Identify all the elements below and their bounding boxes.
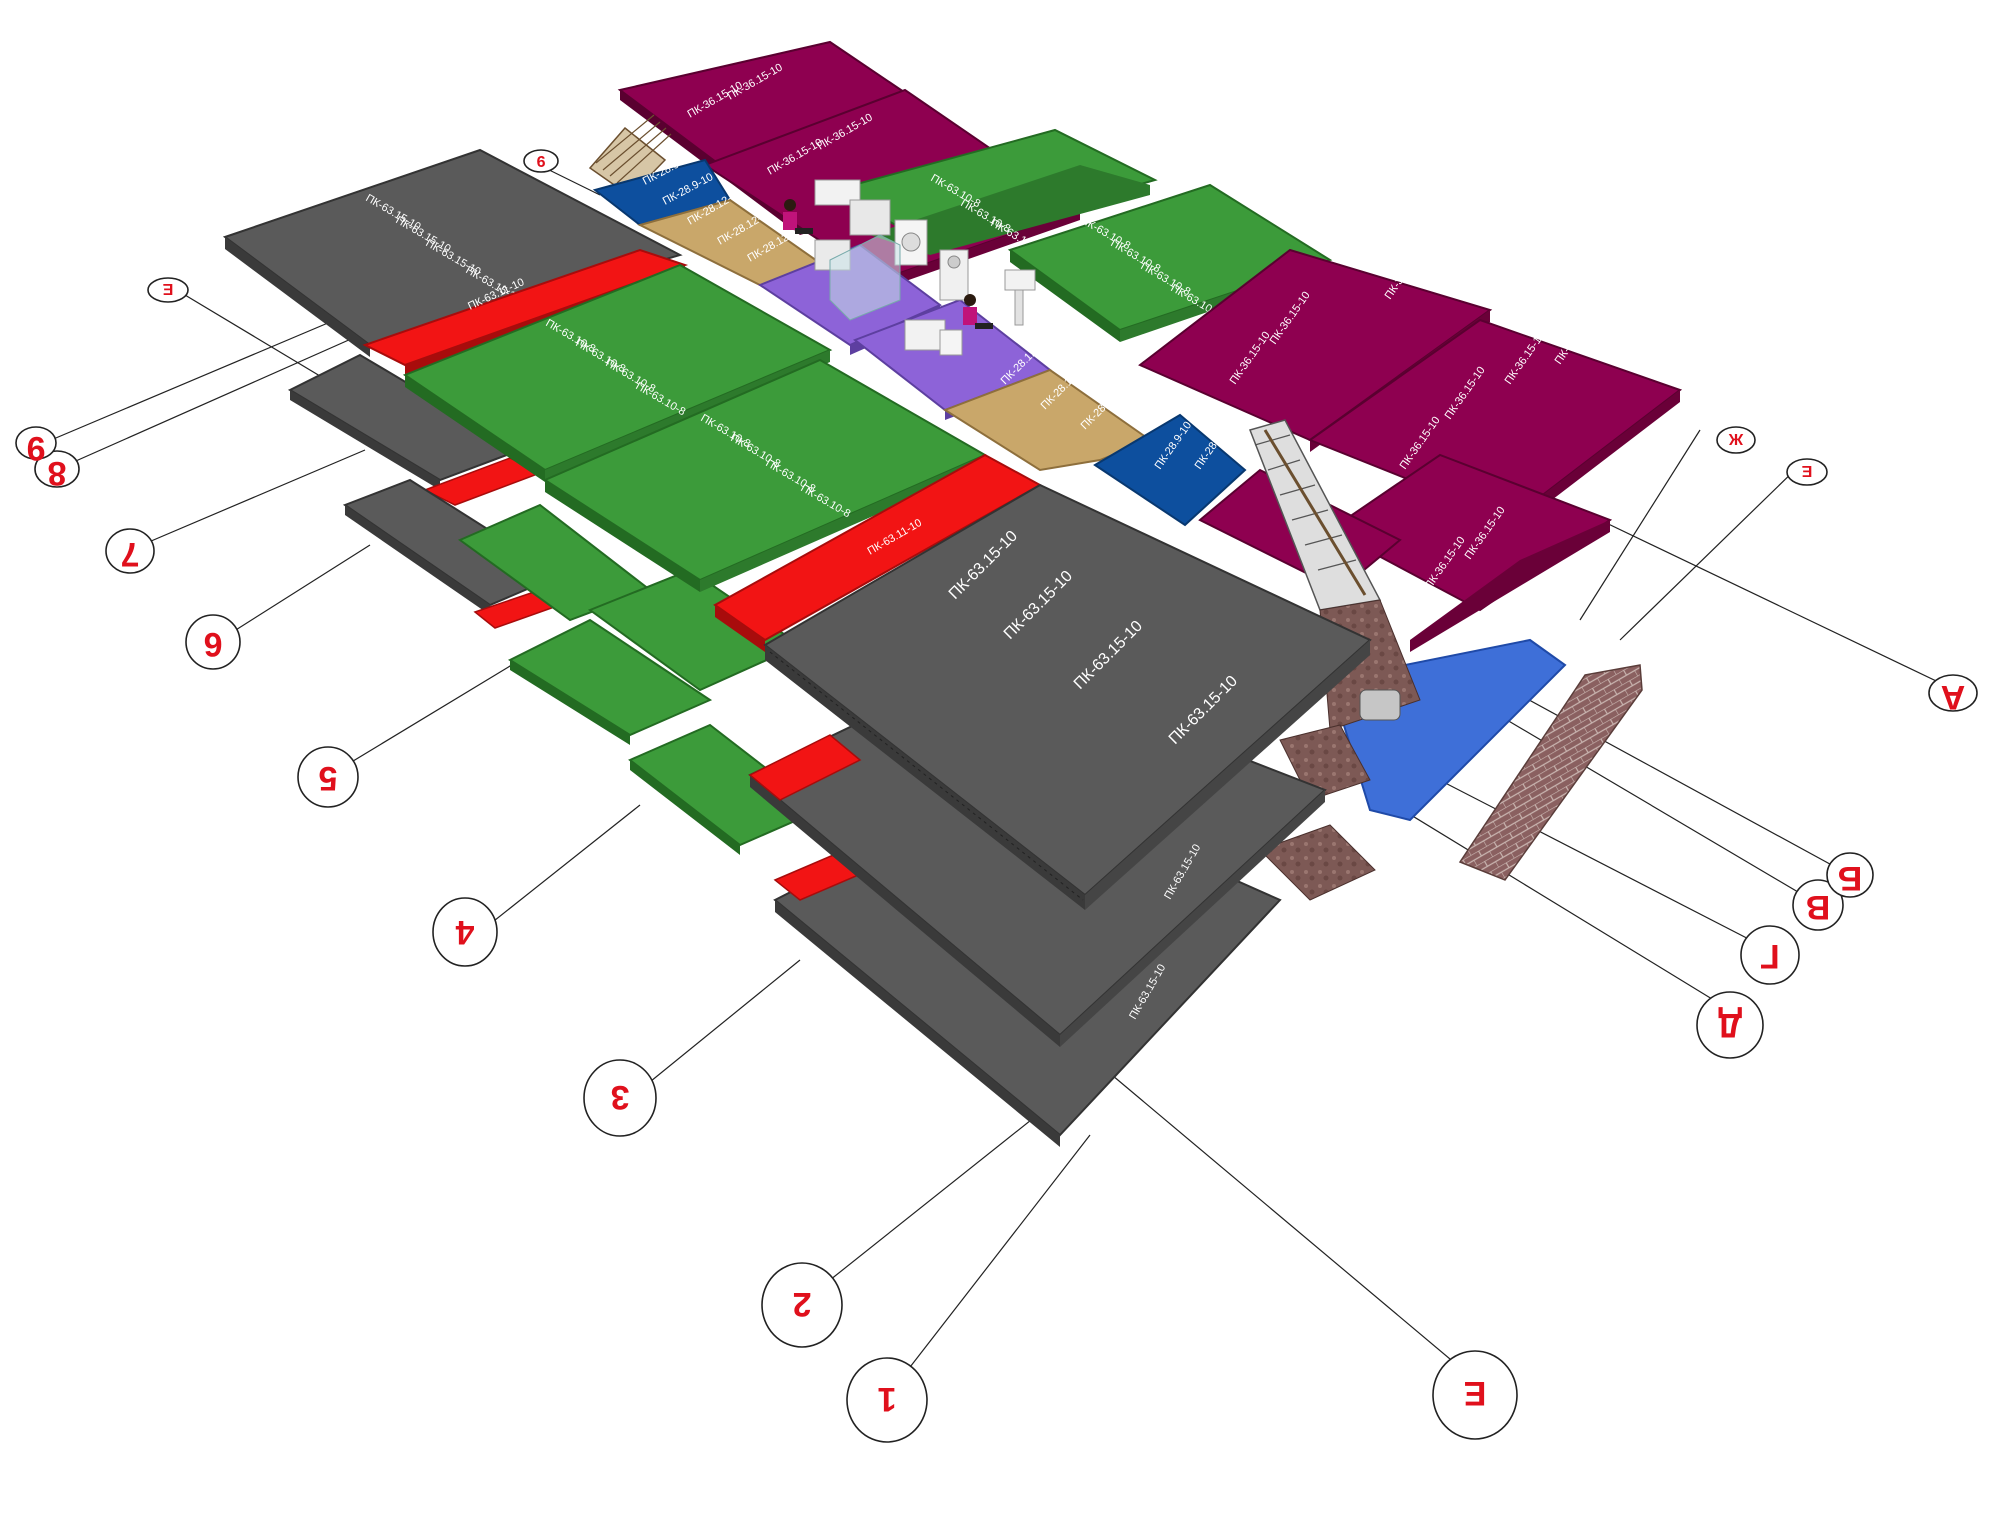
axis-bubble: 8 (34, 450, 80, 492)
brick-wall (1458, 664, 1643, 881)
gray-slab-left-mid (287, 353, 542, 506)
svg-text:Д: Д (1718, 1006, 1742, 1044)
svg-text:Г: Г (1760, 937, 1779, 975)
axis-bubble: 7 (105, 528, 155, 574)
svg-text:7: 7 (121, 535, 140, 573)
svg-text:2: 2 (793, 1285, 812, 1323)
axis-bubble: 5 (297, 746, 359, 808)
axis-bubble: 9 (523, 149, 559, 173)
svg-text:Е: Е (162, 280, 173, 297)
green-slab-mid-left: ПК-63.10-8 ПК-63.10-8 ПК-63.10-8 ПК-63.1… (542, 358, 988, 592)
svg-text:9: 9 (536, 152, 545, 169)
svg-text:Б: Б (1838, 859, 1862, 897)
axis-bubble: Е (147, 277, 189, 303)
axis-bubble: Д (1696, 991, 1764, 1059)
axis-bubble: 6 (185, 614, 241, 670)
svg-text:4: 4 (455, 913, 474, 951)
svg-text:А: А (1941, 678, 1966, 716)
axis-bubble: А (1928, 674, 1978, 716)
svg-text:6: 6 (204, 625, 223, 663)
svg-text:Е: Е (1464, 1374, 1487, 1412)
axis-bubble: Б (1826, 852, 1874, 898)
svg-text:9: 9 (27, 429, 46, 467)
svg-text:8: 8 (48, 454, 67, 492)
svg-text:В: В (1806, 888, 1831, 926)
svg-text:Ж: Ж (1728, 430, 1744, 447)
bathroom-fixtures (783, 179, 1036, 356)
axis-bubble: Е (1432, 1350, 1518, 1440)
stair-right (1249, 419, 1421, 901)
gray-slab-center: ПК-63.15-10 ПК-63.15-10 ПК-63.15-10 ПК-6… (763, 483, 1372, 910)
axis-bubble: 9 (15, 426, 57, 467)
axis-bubble: 1 (846, 1357, 928, 1443)
axis-bubble: Г (1740, 925, 1800, 985)
axis-leaders (43, 162, 1956, 1381)
green-slab-left-stack (458, 503, 822, 855)
svg-text:Е: Е (1801, 462, 1812, 479)
axis-bubble: В (1792, 879, 1844, 931)
svg-text:3: 3 (611, 1078, 630, 1116)
axis-bubble: 3 (583, 1059, 657, 1137)
axis-bubble: Е (1786, 458, 1828, 486)
axis-bubble: Ж (1716, 426, 1756, 454)
svg-text:5: 5 (319, 759, 338, 797)
gray-slab-top-left: ПК-63.15-10 ПК-63.15-10 ПК-63.15-10 ПК-6… (222, 148, 683, 357)
maroon-slab-right: ПК-36.15-10 ПК-36.15-10 ПК-36.15-10 ПК-3… (1138, 245, 1683, 652)
axis-bubble: 2 (761, 1262, 843, 1348)
svg-text:1: 1 (878, 1380, 897, 1418)
axis-bubbles: 1 2 3 4 5 6 7 8 (15, 149, 1978, 1443)
axis-bubble: 4 (432, 897, 498, 967)
